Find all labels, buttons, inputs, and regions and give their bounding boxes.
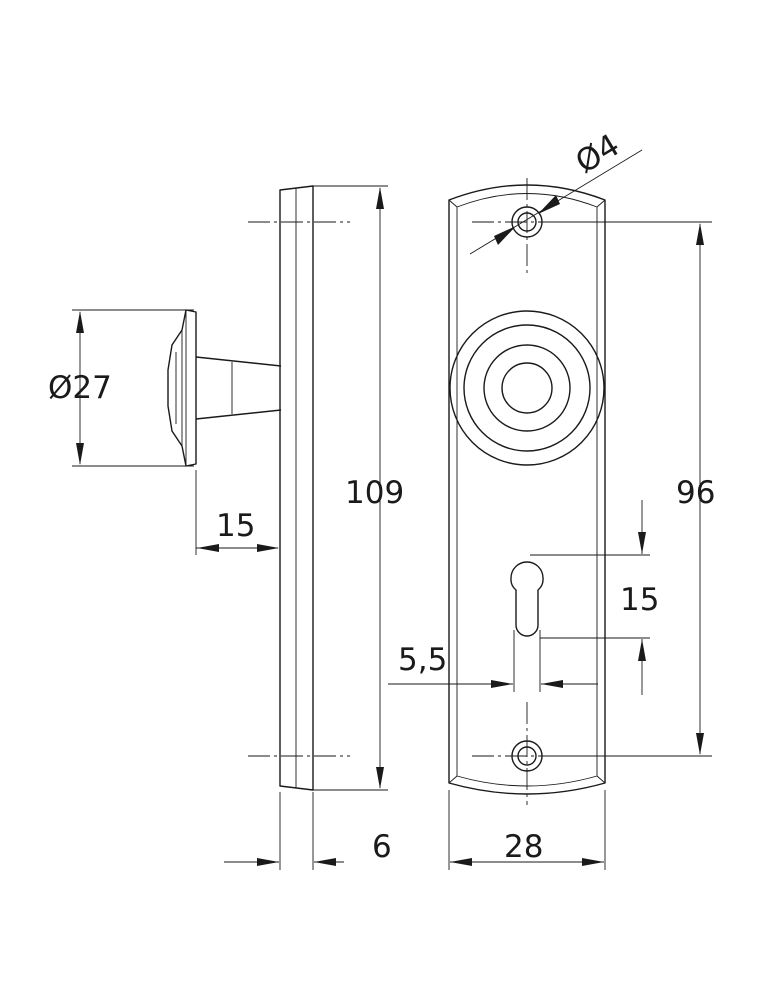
dimensions: Ø4 Ø27 15 109 96 15 bbox=[48, 127, 715, 870]
hole-spacing-label: 96 bbox=[676, 475, 715, 511]
rosette-ring-2 bbox=[483, 344, 571, 432]
width-arrow-left bbox=[450, 858, 472, 866]
hole-diameter-arrow bbox=[538, 195, 560, 214]
keyhole-arrow-top bbox=[638, 532, 646, 554]
width-label: 28 bbox=[504, 829, 543, 865]
side-view bbox=[167, 185, 350, 791]
keyhole-arrow-bottom bbox=[638, 639, 646, 661]
projection-arrow-left bbox=[197, 544, 219, 552]
knob-shaft bbox=[195, 356, 282, 420]
front-view bbox=[448, 178, 606, 805]
thickness-label: 6 bbox=[372, 829, 392, 865]
keyhole-width-arrow-right bbox=[541, 680, 563, 688]
keyhole-width-label: 5,5 bbox=[398, 642, 447, 678]
front-plate-bevel bbox=[456, 193, 598, 787]
rosette-center bbox=[501, 362, 553, 414]
projection-arrow-right bbox=[257, 544, 279, 552]
height-arrow-top bbox=[376, 187, 384, 209]
rosette-diameter-label: Ø27 bbox=[48, 370, 112, 406]
total-height-label: 109 bbox=[345, 475, 404, 511]
front-plate-bevel-corner bbox=[596, 775, 606, 784]
height-arrow-bottom bbox=[376, 767, 384, 789]
rosette-arrow-bottom bbox=[76, 443, 84, 465]
keyhole bbox=[510, 561, 544, 637]
keyhole-height-label: 15 bbox=[620, 582, 659, 618]
rosette-arrow-top bbox=[76, 311, 84, 333]
thickness-arrow-left bbox=[257, 858, 279, 866]
front-plate-bevel-corner bbox=[448, 199, 458, 208]
keyhole-width-arrow-left bbox=[491, 680, 513, 688]
spacing-arrow-bottom bbox=[696, 733, 704, 755]
knob-head-rim bbox=[175, 310, 187, 466]
side-plate-outline bbox=[279, 185, 314, 791]
front-plate-bevel-corner bbox=[596, 199, 606, 208]
hole-diameter-arrow bbox=[494, 226, 516, 245]
projection-label: 15 bbox=[216, 508, 255, 544]
knob-head bbox=[167, 309, 197, 467]
front-plate-bevel-corner bbox=[448, 775, 458, 784]
spacing-arrow-top bbox=[696, 223, 704, 245]
thickness-arrow-right bbox=[314, 858, 336, 866]
width-arrow-right bbox=[582, 858, 604, 866]
rosette-outer bbox=[449, 310, 605, 466]
rosette-ring-1 bbox=[463, 324, 591, 452]
hole-diameter-label: Ø4 bbox=[570, 127, 626, 181]
